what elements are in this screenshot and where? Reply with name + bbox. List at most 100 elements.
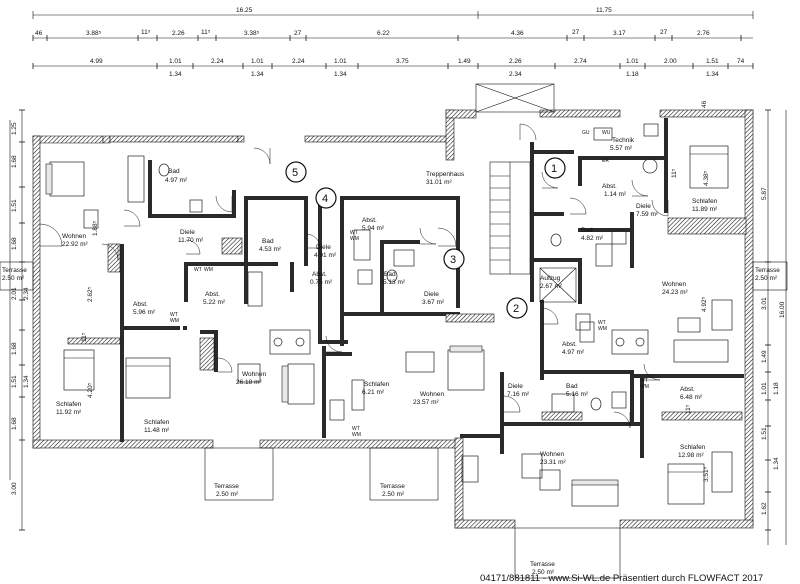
dim-right: 5.87 (761, 187, 768, 200)
dim-left: 1.68 (11, 237, 18, 250)
room-area: 5.57 m² (610, 145, 633, 152)
dim-top-total-right: 11.75 (596, 7, 612, 14)
room-area: 4.53 m² (259, 246, 282, 253)
room-name: Schlafen (692, 198, 718, 205)
fixture-wm: WM (352, 432, 361, 438)
terrace-area: 2.50 m² (216, 491, 239, 498)
dim-top1: 2.76 (697, 30, 710, 37)
apartment-4-number: 4 (322, 193, 328, 205)
doors (39, 123, 669, 429)
room-area: 5.16 m² (566, 391, 589, 398)
apartment-5-number: 5 (292, 167, 298, 179)
fixture-wm: WM (204, 267, 213, 273)
dim-left: 2.01 (11, 287, 18, 300)
dim-top1: 2.26 (172, 30, 185, 37)
fixture-wt: WT (352, 426, 360, 432)
room-area: 31.01 m² (426, 179, 452, 186)
room-area: 2.67 m² (540, 283, 563, 290)
dim-top3: 1.34 (251, 71, 264, 78)
fixture-gu: GU (582, 130, 590, 136)
room-name: Treppenhaus (426, 171, 465, 178)
dim-top1: 27 (660, 29, 668, 36)
inline-dim: 11⁵ (81, 332, 88, 342)
apartment-2-marker (506, 297, 528, 319)
dim-top2: 1.01 (626, 58, 639, 65)
fixture-wm: WM (350, 236, 359, 242)
interior-walls (67, 118, 747, 458)
fixture-wt: WT (170, 312, 178, 318)
terrace-name: Terrasse (755, 267, 780, 274)
fixture-wt: WT (194, 267, 202, 273)
dim-top1: 46 (35, 30, 43, 37)
terrace-name: Terrasse (2, 267, 27, 274)
fixture-tags: GU WU ER WT WM WT WM WT WM WT WM WT WM W… (170, 130, 649, 438)
dim-top1: 3.38⁵ (244, 30, 260, 37)
inline-dim: 4.92⁵ (701, 296, 708, 312)
room-area: 12.98 m² (678, 452, 704, 459)
room-area: 11.48 m² (144, 427, 170, 434)
dim-left: 1.51 (11, 375, 18, 388)
dim-right: 1.49 (761, 350, 768, 363)
dim-left: 3.00 (11, 482, 18, 495)
dim-right: 1.62 (761, 502, 768, 515)
room-name: Diele (636, 203, 651, 210)
dimension-lines (9, 11, 787, 545)
room-area: 26.18 m² (236, 379, 262, 386)
room-name: Abst. (562, 341, 577, 348)
dim-top-total-left: 16.25 (236, 7, 253, 14)
room-name: Wohnen (540, 451, 564, 458)
room-name: Schlafen (680, 444, 706, 451)
room-name: Abst. (312, 271, 327, 278)
dim-top2: 74 (737, 58, 745, 65)
terrace-area: 2.50 m² (2, 275, 25, 282)
fixture-wm: WM (598, 326, 607, 332)
room-name: Bad (581, 227, 593, 234)
dim-top3: 1.18 (626, 71, 639, 78)
room-name: Bad (384, 271, 396, 278)
dim-left: 1.68 (11, 342, 18, 355)
terrace-area: 2.50 m² (755, 275, 778, 282)
fixture-er: ER (602, 158, 609, 164)
dim-top1: 11⁵ (141, 29, 151, 36)
dim-right: 16.00 (779, 301, 786, 318)
room-area: 7.59 m² (636, 211, 659, 218)
dim-top2: 1.01 (251, 58, 264, 65)
inline-dim: 4.20⁵ (87, 382, 94, 398)
terrace-area: 2.50 m² (532, 569, 555, 576)
dim-top2: 2.24 (292, 58, 305, 65)
dim-top1: 4.36 (511, 30, 524, 37)
room-area: 23.31 m² (540, 459, 566, 466)
fixture-wt: WT (640, 378, 648, 384)
room-name: Schlafen (364, 381, 390, 388)
room-area: 11.70 m² (178, 237, 204, 244)
room-name: Abst. (602, 183, 617, 190)
room-labels: Bad 4.97 m² Wohnen 22.92 m² Diele 11.70 … (56, 137, 718, 466)
dim-right: 3.01 (761, 297, 768, 310)
room-area: 4.97 m² (562, 349, 585, 356)
room-name: Bad (566, 383, 578, 390)
apartment-3-marker (443, 248, 465, 270)
room-area: 23.57 m² (413, 399, 439, 406)
dim-top2: 1.01 (334, 58, 347, 65)
dim-right: 1.01 (761, 382, 768, 395)
dim-top2: 3.75 (396, 58, 409, 65)
dim-top3: 1.34 (334, 71, 347, 78)
dim-top1: 27 (572, 29, 580, 36)
dim-left: 1.68 (11, 155, 18, 168)
dim-right: 46 (701, 100, 708, 108)
dim-right: 1.34 (773, 457, 780, 470)
room-name: Wohnen (62, 233, 86, 240)
dim-top2: 1.49 (458, 58, 471, 65)
room-name: Diele (508, 383, 523, 390)
room-area: 3.67 m² (422, 299, 445, 306)
dim-left: 2.34 (23, 287, 30, 300)
dim-right: 1.51 (761, 427, 768, 440)
inline-dim: 3.51⁵ (703, 466, 710, 482)
room-name: Technik (612, 137, 635, 144)
room-area: 5.96 m² (133, 309, 156, 316)
inline-dim: 1.88⁵ (92, 220, 99, 236)
room-area: 6.48 m² (680, 394, 703, 401)
dim-top2: 1.01 (169, 58, 182, 65)
room-name: Aufzug (540, 275, 561, 282)
stairwell (475, 83, 577, 303)
